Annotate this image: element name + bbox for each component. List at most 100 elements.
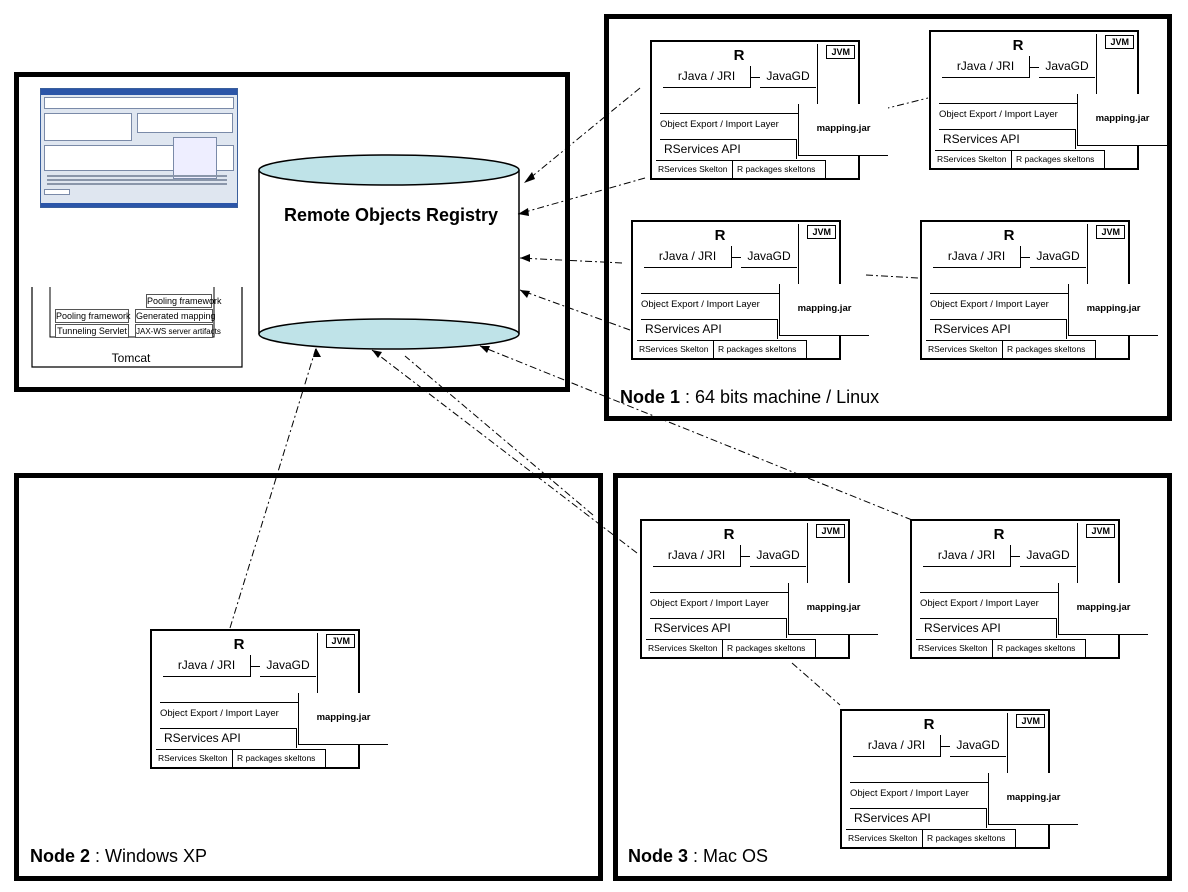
skeleton-row: RServices Skelton R packages skeltons [916, 639, 1086, 657]
link-n3a-left [404, 355, 594, 516]
rservices-skeleton: RServices Skelton [928, 344, 998, 354]
r-title: R [714, 227, 726, 244]
rjava-box: rJava / JRI [644, 246, 732, 268]
jvm-node1-b: JVM R rJava / JRI JavaGD Object Export /… [929, 30, 1167, 170]
rservices-api: RServices API [650, 618, 787, 638]
tomcat-tunneling-servlet: Tunneling Servlet [55, 324, 129, 338]
rjava-box: rJava / JRI [942, 56, 1030, 78]
r-title: R [233, 636, 245, 653]
client-screenshot-thumbnail [40, 88, 238, 208]
rjava-box: rJava / JRI [163, 655, 251, 677]
skeleton-row: RServices Skelton R packages skeltons [846, 829, 1016, 847]
skeleton-row: RServices Skelton R packages skeltons [646, 639, 816, 657]
export-layer: Object Export / Import Layer [641, 299, 760, 310]
rservices-skeleton: RServices Skelton [848, 833, 918, 843]
javagd-box: JavaGD [1039, 56, 1095, 78]
node2-label: Node 2 : Windows XP [30, 846, 208, 866]
export-layer: Object Export / Import Layer [850, 788, 969, 799]
export-layer: Object Export / Import Layer [160, 708, 279, 719]
rjava-box: rJava / JRI [653, 545, 741, 567]
mapping-jar: mapping.jar [779, 284, 869, 336]
r-box: R rJava / JRI JavaGD [930, 224, 1088, 294]
mapping-jar: mapping.jar [788, 583, 878, 635]
jvm-tag: JVM [816, 524, 845, 538]
registry-cylinder [258, 154, 520, 350]
link-n3b [479, 345, 913, 521]
jvm-node1-c: JVM R rJava / JRI JavaGD Object Export /… [631, 220, 869, 360]
r-packages-skeletons: R packages skeltons [713, 341, 796, 358]
javagd-box: JavaGD [260, 655, 316, 677]
r-packages-skeletons: R packages skeltons [922, 830, 1005, 847]
mapping-jar: mapping.jar [1068, 284, 1158, 336]
r-title: R [1003, 227, 1015, 244]
r-box: R rJava / JRI JavaGD [850, 713, 1008, 783]
javagd-box: JavaGD [750, 545, 806, 567]
r-packages-skeletons: R packages skeltons [732, 161, 815, 178]
r-title: R [993, 526, 1005, 543]
link-n1a-top [523, 87, 641, 184]
mapping-jar: mapping.jar [798, 104, 888, 156]
rservices-api: RServices API [939, 129, 1076, 149]
r-packages-skeletons: R packages skeltons [1011, 151, 1094, 168]
node3-label: Node 3 : Mac OS [628, 846, 769, 866]
javagd-box: JavaGD [760, 66, 816, 88]
mapping-jar: mapping.jar [1077, 94, 1167, 146]
link-n3a-top [371, 349, 638, 554]
r-box: R rJava / JRI JavaGD [650, 523, 808, 593]
mapping-jar: mapping.jar [1058, 583, 1148, 635]
skeleton-row: RServices Skelton R packages skeltons [656, 160, 826, 178]
rservices-skeleton: RServices Skelton [639, 344, 709, 354]
javagd-box: JavaGD [1030, 246, 1086, 268]
r-packages-skeletons: R packages skeltons [722, 640, 805, 657]
export-layer: Object Export / Import Layer [930, 299, 1049, 310]
tomcat-label: Tomcat [111, 351, 151, 365]
javagd-box: JavaGD [741, 246, 797, 268]
r-packages-skeletons: R packages skeltons [1002, 341, 1085, 358]
link-n1c-n1d [865, 274, 919, 279]
rjava-box: rJava / JRI [853, 735, 941, 757]
rjava-box: rJava / JRI [923, 545, 1011, 567]
rservices-skeleton: RServices Skelton [658, 164, 728, 174]
rjava-box: rJava / JRI [663, 66, 751, 88]
r-title: R [723, 526, 735, 543]
jvm-tag: JVM [1105, 35, 1134, 49]
skeleton-row: RServices Skelton R packages skeltons [926, 340, 1096, 358]
r-box: R rJava / JRI JavaGD [641, 224, 799, 294]
tomcat-pooling-framework-right: Pooling framework [146, 294, 222, 308]
rservices-skeleton: RServices Skelton [937, 154, 1007, 164]
link-n2 [229, 347, 317, 629]
node1-label: Node 1 : 64 bits machine / Linux [620, 387, 880, 407]
rservices-api: RServices API [930, 319, 1067, 339]
export-layer: Object Export / Import Layer [650, 598, 769, 609]
skeleton-row: RServices Skelton R packages skeltons [637, 340, 807, 358]
jvm-tag: JVM [807, 225, 836, 239]
jvm-tag: JVM [826, 45, 855, 59]
r-title: R [733, 47, 745, 64]
link-n3a-n3c [791, 662, 841, 706]
rservices-api: RServices API [920, 618, 1057, 638]
rservices-api: RServices API [850, 808, 987, 828]
jvm-tag: JVM [1016, 714, 1045, 728]
tomcat-generated-mapping: Generated mapping [135, 309, 216, 323]
link-n1c-bottom [519, 289, 631, 331]
jvm-node1-d: JVM R rJava / JRI JavaGD Object Export /… [920, 220, 1158, 360]
export-layer: Object Export / Import Layer [660, 119, 779, 130]
rservices-api: RServices API [641, 319, 778, 339]
jvm-node1-a: JVM R rJava / JRI JavaGD Object Export /… [650, 40, 888, 180]
jvm-tag: JVM [326, 634, 355, 648]
rjava-box: rJava / JRI [933, 246, 1021, 268]
rservices-skeleton: RServices Skelton [918, 643, 988, 653]
rservices-skeleton: RServices Skelton [648, 643, 718, 653]
jvm-node3-c: JVM R rJava / JRI JavaGD Object Export /… [840, 709, 1078, 849]
link-n1a-bottom [517, 177, 646, 215]
tomcat-outline [31, 287, 243, 368]
javagd-box: JavaGD [1020, 545, 1076, 567]
r-packages-skeletons: R packages skeltons [992, 640, 1075, 657]
jvm-tag: JVM [1086, 524, 1115, 538]
r-box: R rJava / JRI JavaGD [160, 633, 318, 703]
mapping-jar: mapping.jar [988, 773, 1078, 825]
jvm-tag: JVM [1096, 225, 1125, 239]
export-layer: Object Export / Import Layer [939, 109, 1058, 120]
r-packages-skeletons: R packages skeltons [232, 750, 315, 767]
